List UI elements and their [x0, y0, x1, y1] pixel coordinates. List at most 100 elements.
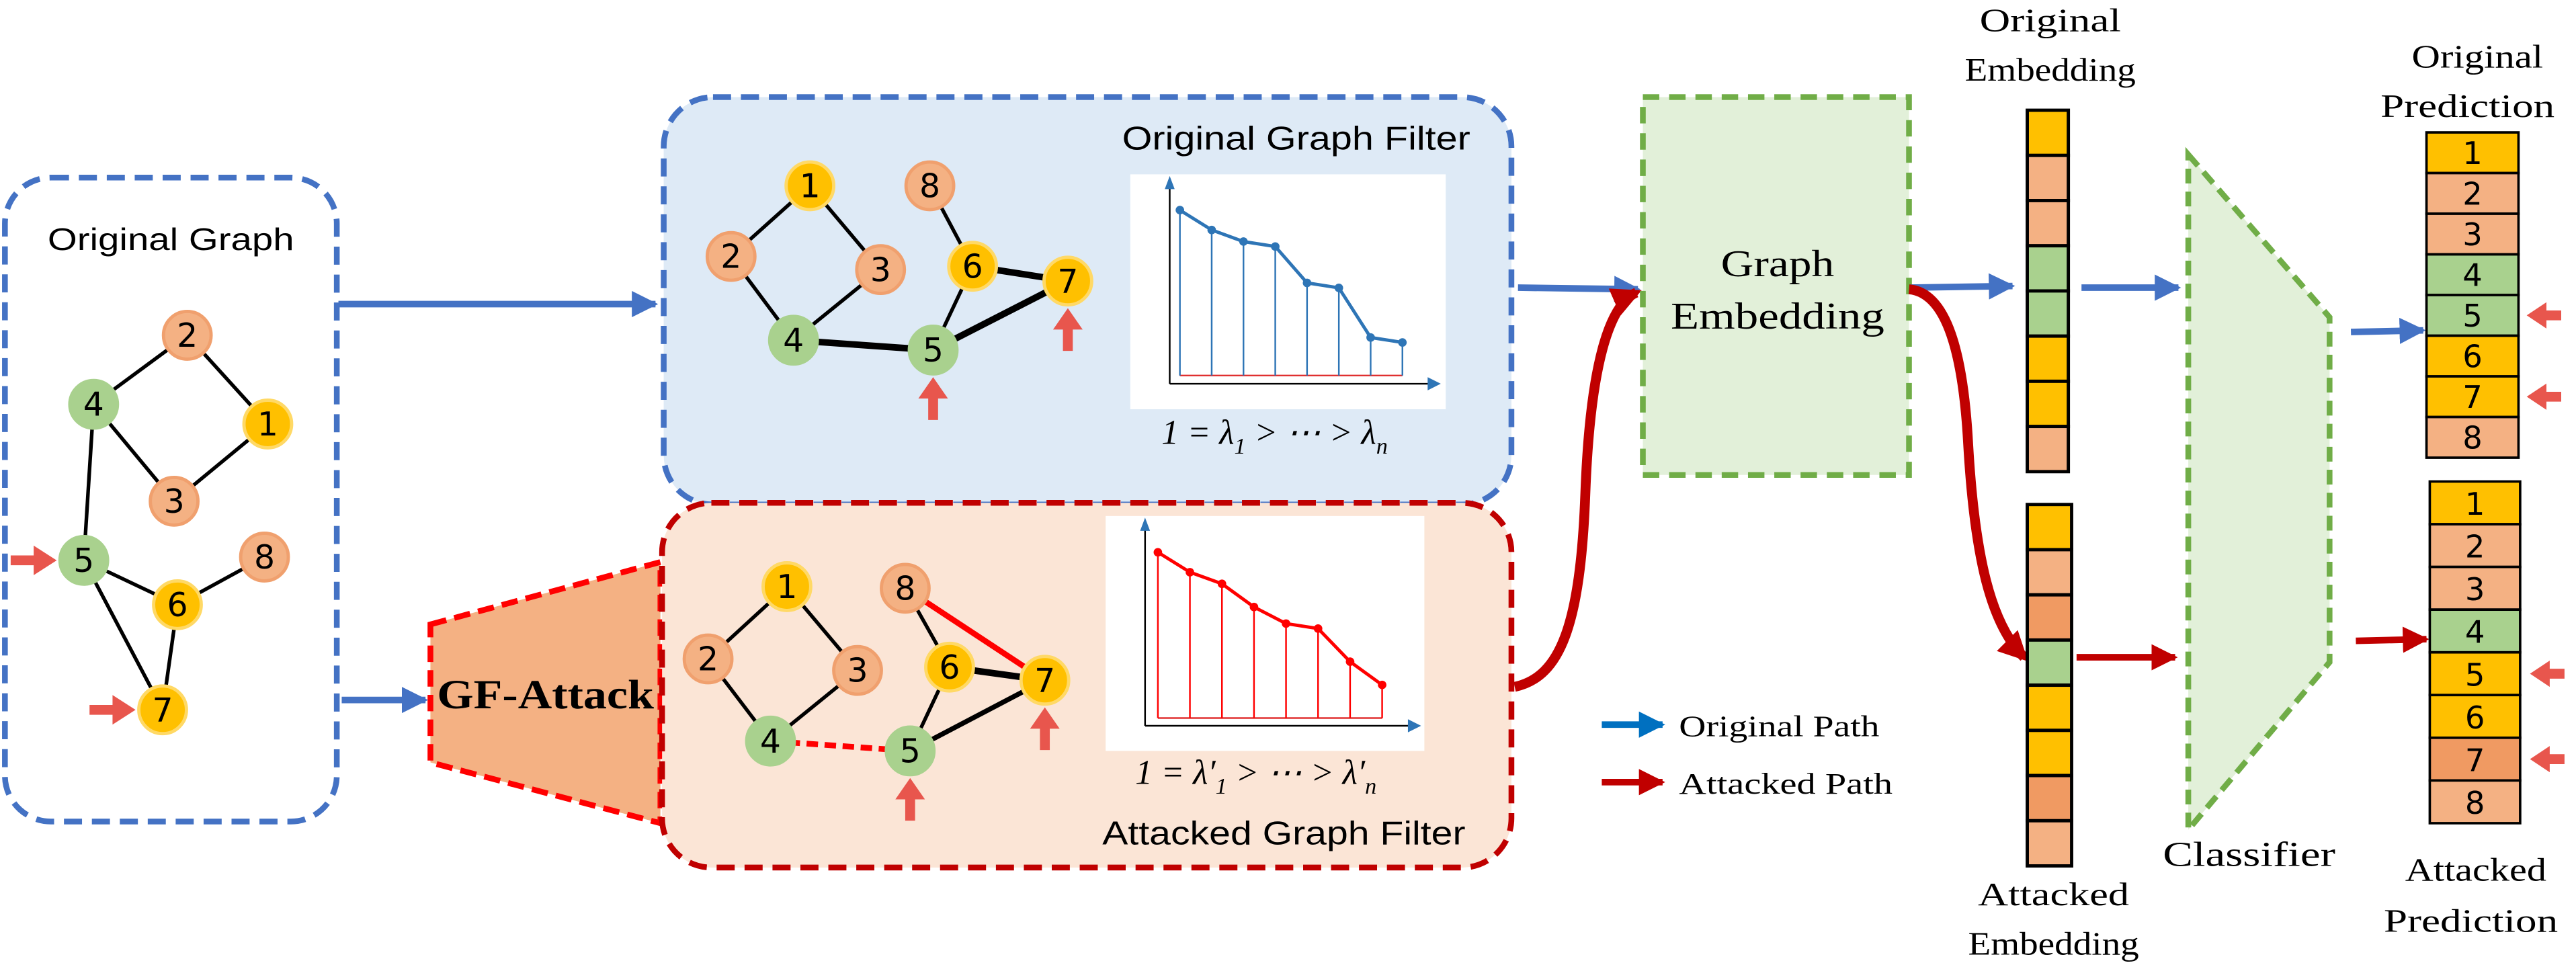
legend: Original Path Attacked Path	[1602, 710, 1893, 800]
prediction-row-4: 4	[2425, 253, 2520, 296]
attack-target-arrow-icon	[89, 695, 136, 725]
node-label: 8	[895, 570, 915, 608]
embedding-cell-1	[2026, 108, 2071, 157]
embedding-cell-5	[2026, 683, 2073, 732]
embedding-cell-8	[2026, 819, 2073, 868]
node-5: 5	[884, 725, 936, 777]
spectrum-point-5	[1282, 619, 1290, 628]
formula-mid: > ⋯ > λ′	[1227, 753, 1366, 792]
node-label: 6	[167, 586, 188, 624]
prediction-row-label: 6	[2465, 700, 2485, 736]
classifier-label: Classifier	[2163, 836, 2335, 874]
original-graph-title: Original Graph	[48, 222, 294, 257]
spectrum-point-6	[1313, 624, 1323, 633]
formula-lhs: 1 = λ′	[1135, 753, 1216, 792]
prediction-row-8: 8	[2425, 415, 2520, 459]
prediction-row-label: 7	[2462, 379, 2483, 415]
prediction-row-label: 4	[2465, 614, 2485, 651]
gf-attack-label: GF-Attack	[437, 673, 654, 718]
node-label: 3	[870, 251, 891, 289]
node-3: 3	[855, 244, 907, 296]
arrow-to-attacked-prediction	[2356, 626, 2429, 653]
prediction-row-label: 3	[2462, 216, 2483, 253]
node-4: 4	[745, 715, 796, 767]
embedding-cell-8	[2026, 425, 2071, 474]
spectrum-point-3	[1217, 579, 1227, 589]
formula-mid: > ⋯ > λ	[1246, 413, 1376, 452]
prediction-row-3: 3	[2428, 565, 2522, 612]
changed-prediction-arrow-icon	[2526, 383, 2561, 410]
node-6: 6	[152, 579, 203, 630]
node-label: 2	[720, 238, 741, 276]
node-label: 1	[257, 405, 278, 444]
embedding-cell-4	[2026, 244, 2071, 293]
node-4: 4	[767, 315, 819, 366]
arrow-to-original-embedding	[1910, 273, 2016, 300]
spectrum-line	[1179, 208, 1403, 345]
spectrum-line	[1157, 550, 1384, 687]
formula-sub-1: 1	[1216, 774, 1227, 799]
prediction-row-4: 4	[2428, 608, 2522, 654]
embedding-cell-2	[2026, 548, 2073, 597]
prediction-row-2: 2	[2425, 171, 2520, 215]
prediction-row-label: 5	[2465, 657, 2485, 693]
original-graph: 1 2 3 4 5 6 7 8	[10, 310, 294, 736]
embedding-cell-2	[2026, 153, 2071, 202]
node-label: 7	[1034, 661, 1055, 700]
node-label: 7	[152, 691, 173, 729]
chart-background	[1106, 515, 1425, 751]
prediction-row-6: 6	[2428, 694, 2522, 739]
node-5: 5	[58, 534, 110, 586]
node-label: 3	[164, 483, 185, 521]
attacked-embedding-vector	[2026, 503, 2073, 868]
original-formula: 1 = λ1 > ⋯ > λn	[1161, 413, 1388, 459]
node-label: 8	[254, 538, 275, 577]
spectrum-point-7	[1366, 333, 1375, 342]
spectrum-point-6	[1334, 284, 1343, 292]
formula-sub-n: n	[1376, 434, 1388, 459]
spectrum-point-5	[1302, 278, 1312, 288]
node-3: 3	[832, 644, 883, 696]
embedding-cell-6	[2026, 728, 2073, 778]
y-axis-arrow-icon	[1165, 175, 1175, 190]
prediction-row-label: 6	[2462, 339, 2483, 375]
legend-attacked-label: Attacked Path	[1679, 767, 1893, 800]
prediction-row-2: 2	[2428, 523, 2522, 569]
node-label: 2	[177, 317, 198, 355]
node-label: 4	[83, 386, 104, 424]
node-label: 5	[923, 331, 944, 370]
attacked-embedding-label-1: Attacked	[1978, 876, 2129, 913]
graph-embedding-module: Graph Embedding	[1640, 94, 1912, 478]
node-2: 2	[682, 633, 734, 685]
node-8: 8	[239, 532, 290, 583]
y-axis-arrow-icon	[1140, 517, 1151, 531]
node-label: 4	[760, 722, 781, 761]
spectrum-point-7	[1345, 657, 1355, 667]
node-2: 2	[161, 310, 213, 361]
node-1: 1	[761, 561, 813, 612]
graph-embedding-label-2: Embedding	[1671, 296, 1884, 337]
prediction-row-3: 3	[2425, 212, 2520, 256]
prediction-row-label: 2	[2465, 529, 2485, 565]
edge-4-5	[81, 404, 96, 561]
embedding-cell-6	[2026, 334, 2071, 383]
prediction-row-label: 5	[2462, 298, 2483, 334]
node-label: 1	[800, 167, 821, 206]
formula-sub-1: 1	[1234, 434, 1245, 459]
prediction-row-6: 6	[2425, 334, 2520, 378]
prediction-row-1: 1	[2428, 480, 2522, 526]
node-8: 8	[904, 160, 956, 212]
node-1: 1	[242, 399, 294, 450]
graph-embedding-box	[1640, 94, 1912, 478]
original-filter-title: Original Graph Filter	[1122, 121, 1470, 157]
x-axis-arrow-icon	[1427, 377, 1441, 390]
gf-attack-module: GF-Attack	[427, 558, 663, 827]
spectrum-point-4	[1271, 242, 1280, 251]
node-label: 6	[962, 247, 983, 286]
